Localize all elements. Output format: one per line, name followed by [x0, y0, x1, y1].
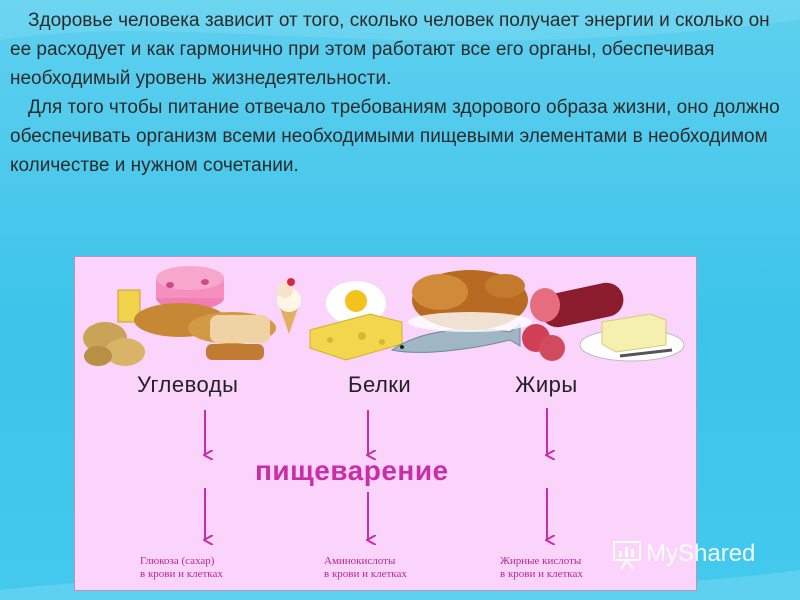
digestion-label: пищеварение [255, 455, 449, 486]
label-fats: Жиры [515, 372, 578, 397]
sausage-icon [540, 282, 624, 328]
watermark-text: MyShared [646, 540, 756, 567]
intro-paragraph-2: Для того чтобы питание отвечало требован… [10, 97, 780, 176]
result-carbohydrates-line2: в крови и клетках [140, 568, 223, 580]
result-carbohydrates: Глюкоза (сахар) в крови и клетках [140, 555, 223, 581]
presentation-icon [613, 541, 641, 570]
label-proteins: Белки [348, 372, 412, 397]
result-fats-line2: в крови и клетках [500, 568, 583, 580]
intro-text: Здоровье человека зависит от того, сколь… [10, 6, 790, 180]
result-proteins-line1: Аминокислоты [324, 555, 396, 567]
watermark-logo: MyShared [610, 536, 755, 572]
result-carbohydrates-line1: Глюкоза (сахар) [140, 555, 215, 567]
ice-cream-icon [280, 308, 298, 334]
label-carbohydrates: Углеводы [137, 372, 239, 397]
result-proteins-line2: в крови и клетках [324, 568, 407, 580]
result-fats-line1: Жирные кислоты [500, 555, 582, 567]
intro-paragraph-1: Здоровье человека зависит от того, сколь… [10, 10, 770, 89]
result-fats: Жирные кислоты в крови и клетках [500, 555, 583, 581]
juice-glass-icon [117, 289, 141, 323]
result-proteins: Аминокислоты в крови и клетках [324, 555, 407, 581]
